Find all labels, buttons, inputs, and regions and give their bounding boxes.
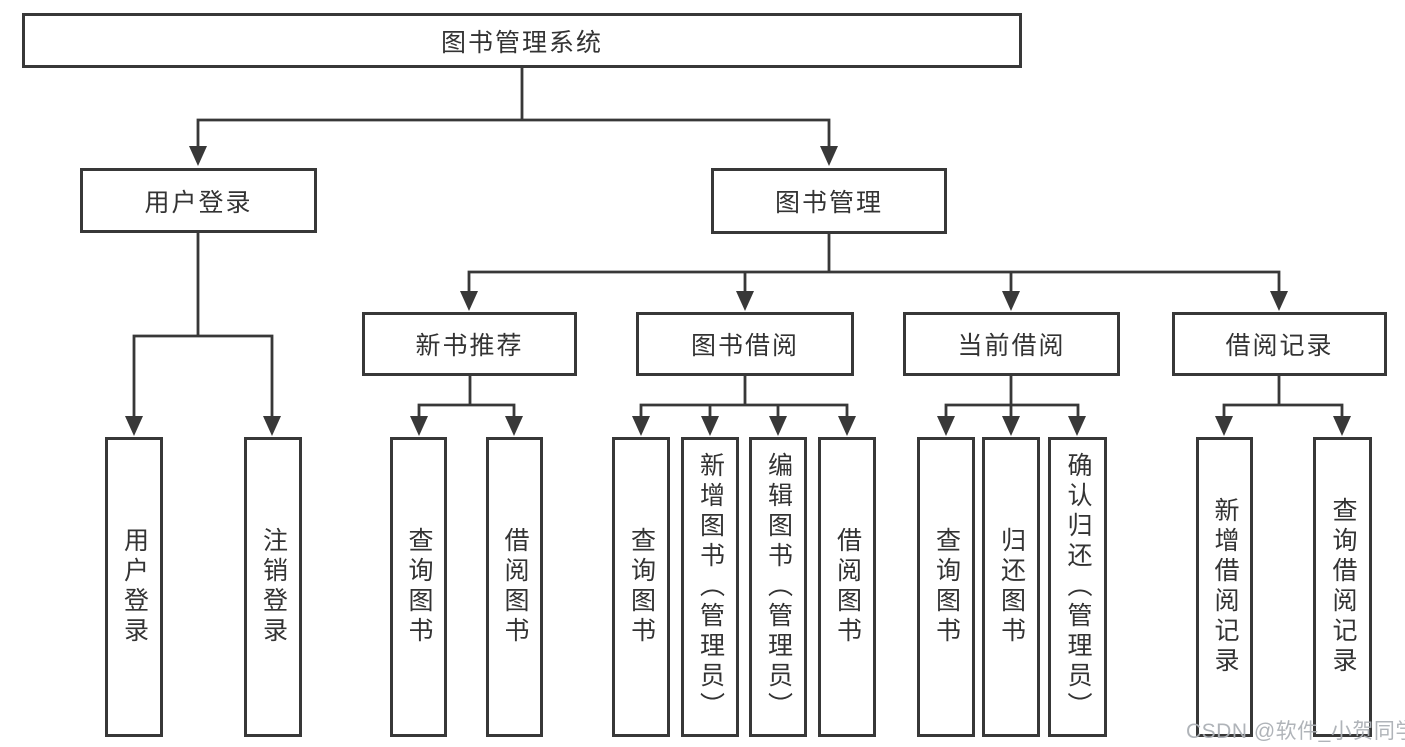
arrow-down-icon xyxy=(1270,291,1288,311)
leaf-label: 新增借阅记录 xyxy=(1211,497,1239,677)
node-book-borrowing: 图书借阅 xyxy=(636,312,854,376)
node-user-login: 用户登录 xyxy=(80,168,317,233)
node-label: 图书借阅 xyxy=(690,332,799,360)
leaf-confirm-return-admin: 确认归还（管理员） xyxy=(1048,437,1107,737)
arrow-down-icon xyxy=(1215,416,1233,436)
leaf-add-book-admin: 新增图书（管理员） xyxy=(681,437,739,737)
leaf-borrow-books: 借阅图书 xyxy=(818,437,876,737)
leaf-edit-book-admin: 编辑图书（管理员） xyxy=(749,437,807,737)
leaf-query-books: 查询图书 xyxy=(917,437,975,737)
leaf-label: 查询图书 xyxy=(932,527,961,647)
leaf-borrow-books: 借阅图书 xyxy=(486,437,543,737)
leaf-label: 归还图书 xyxy=(997,527,1026,647)
node-new-book-recommendation: 新书推荐 xyxy=(362,312,577,376)
arrow-down-icon xyxy=(701,416,719,436)
leaf-label: 借阅图书 xyxy=(833,527,862,647)
arrow-down-icon xyxy=(410,416,428,436)
arrow-down-icon xyxy=(937,416,955,436)
leaf-label: 查询图书 xyxy=(405,527,433,647)
node-borrowing-records: 借阅记录 xyxy=(1172,312,1387,376)
node-label: 新书推荐 xyxy=(415,332,524,360)
leaf-label: 确认归还（管理员） xyxy=(1064,452,1092,722)
arrow-down-icon xyxy=(505,416,523,436)
leaf-add-borrowing-record: 新增借阅记录 xyxy=(1196,437,1253,737)
arrowheads xyxy=(125,146,1351,436)
leaf-query-books: 查询图书 xyxy=(390,437,447,737)
arrow-down-icon xyxy=(263,416,281,436)
leaf-label: 编辑图书（管理员） xyxy=(764,452,793,722)
node-label: 借阅记录 xyxy=(1225,332,1334,360)
node-label: 图书管理系统 xyxy=(440,28,603,57)
connector-lines xyxy=(132,66,1344,420)
arrow-down-icon xyxy=(769,416,787,436)
leaf-label: 新增图书（管理员） xyxy=(696,452,725,722)
leaf-query-books: 查询图书 xyxy=(612,437,670,737)
node-book-management: 图书管理 xyxy=(711,168,947,234)
arrow-down-icon xyxy=(125,416,143,436)
arrow-down-icon xyxy=(736,291,754,311)
arrow-down-icon xyxy=(1333,416,1351,436)
node-label: 用户登录 xyxy=(144,188,253,217)
arrow-down-icon xyxy=(189,146,207,166)
leaf-label: 查询图书 xyxy=(627,527,656,647)
arrow-down-icon xyxy=(1068,416,1086,436)
leaf-user-login: 用户登录 xyxy=(105,437,163,737)
leaf-query-borrowing-record: 查询借阅记录 xyxy=(1313,437,1372,737)
leaf-label: 查询借阅记录 xyxy=(1329,497,1357,677)
arrow-down-icon xyxy=(632,416,650,436)
node-current-borrowing: 当前借阅 xyxy=(903,312,1120,376)
node-label: 图书管理 xyxy=(774,189,883,217)
arrow-down-icon xyxy=(1002,416,1020,436)
node-label: 当前借阅 xyxy=(957,332,1066,360)
watermark-text: CSDN @软件_小贺同学 xyxy=(1186,720,1405,743)
arrow-down-icon xyxy=(1002,291,1020,311)
leaf-label: 借阅图书 xyxy=(501,527,529,647)
leaf-label: 注销登录 xyxy=(259,527,288,647)
leaf-label: 用户登录 xyxy=(120,527,149,647)
leaf-return-books: 归还图书 xyxy=(982,437,1040,737)
arrow-down-icon xyxy=(820,146,838,166)
arrow-down-icon xyxy=(838,416,856,436)
leaf-logout-login: 注销登录 xyxy=(244,437,302,737)
node-library-management-system: 图书管理系统 xyxy=(22,13,1022,68)
arrow-down-icon xyxy=(460,291,478,311)
